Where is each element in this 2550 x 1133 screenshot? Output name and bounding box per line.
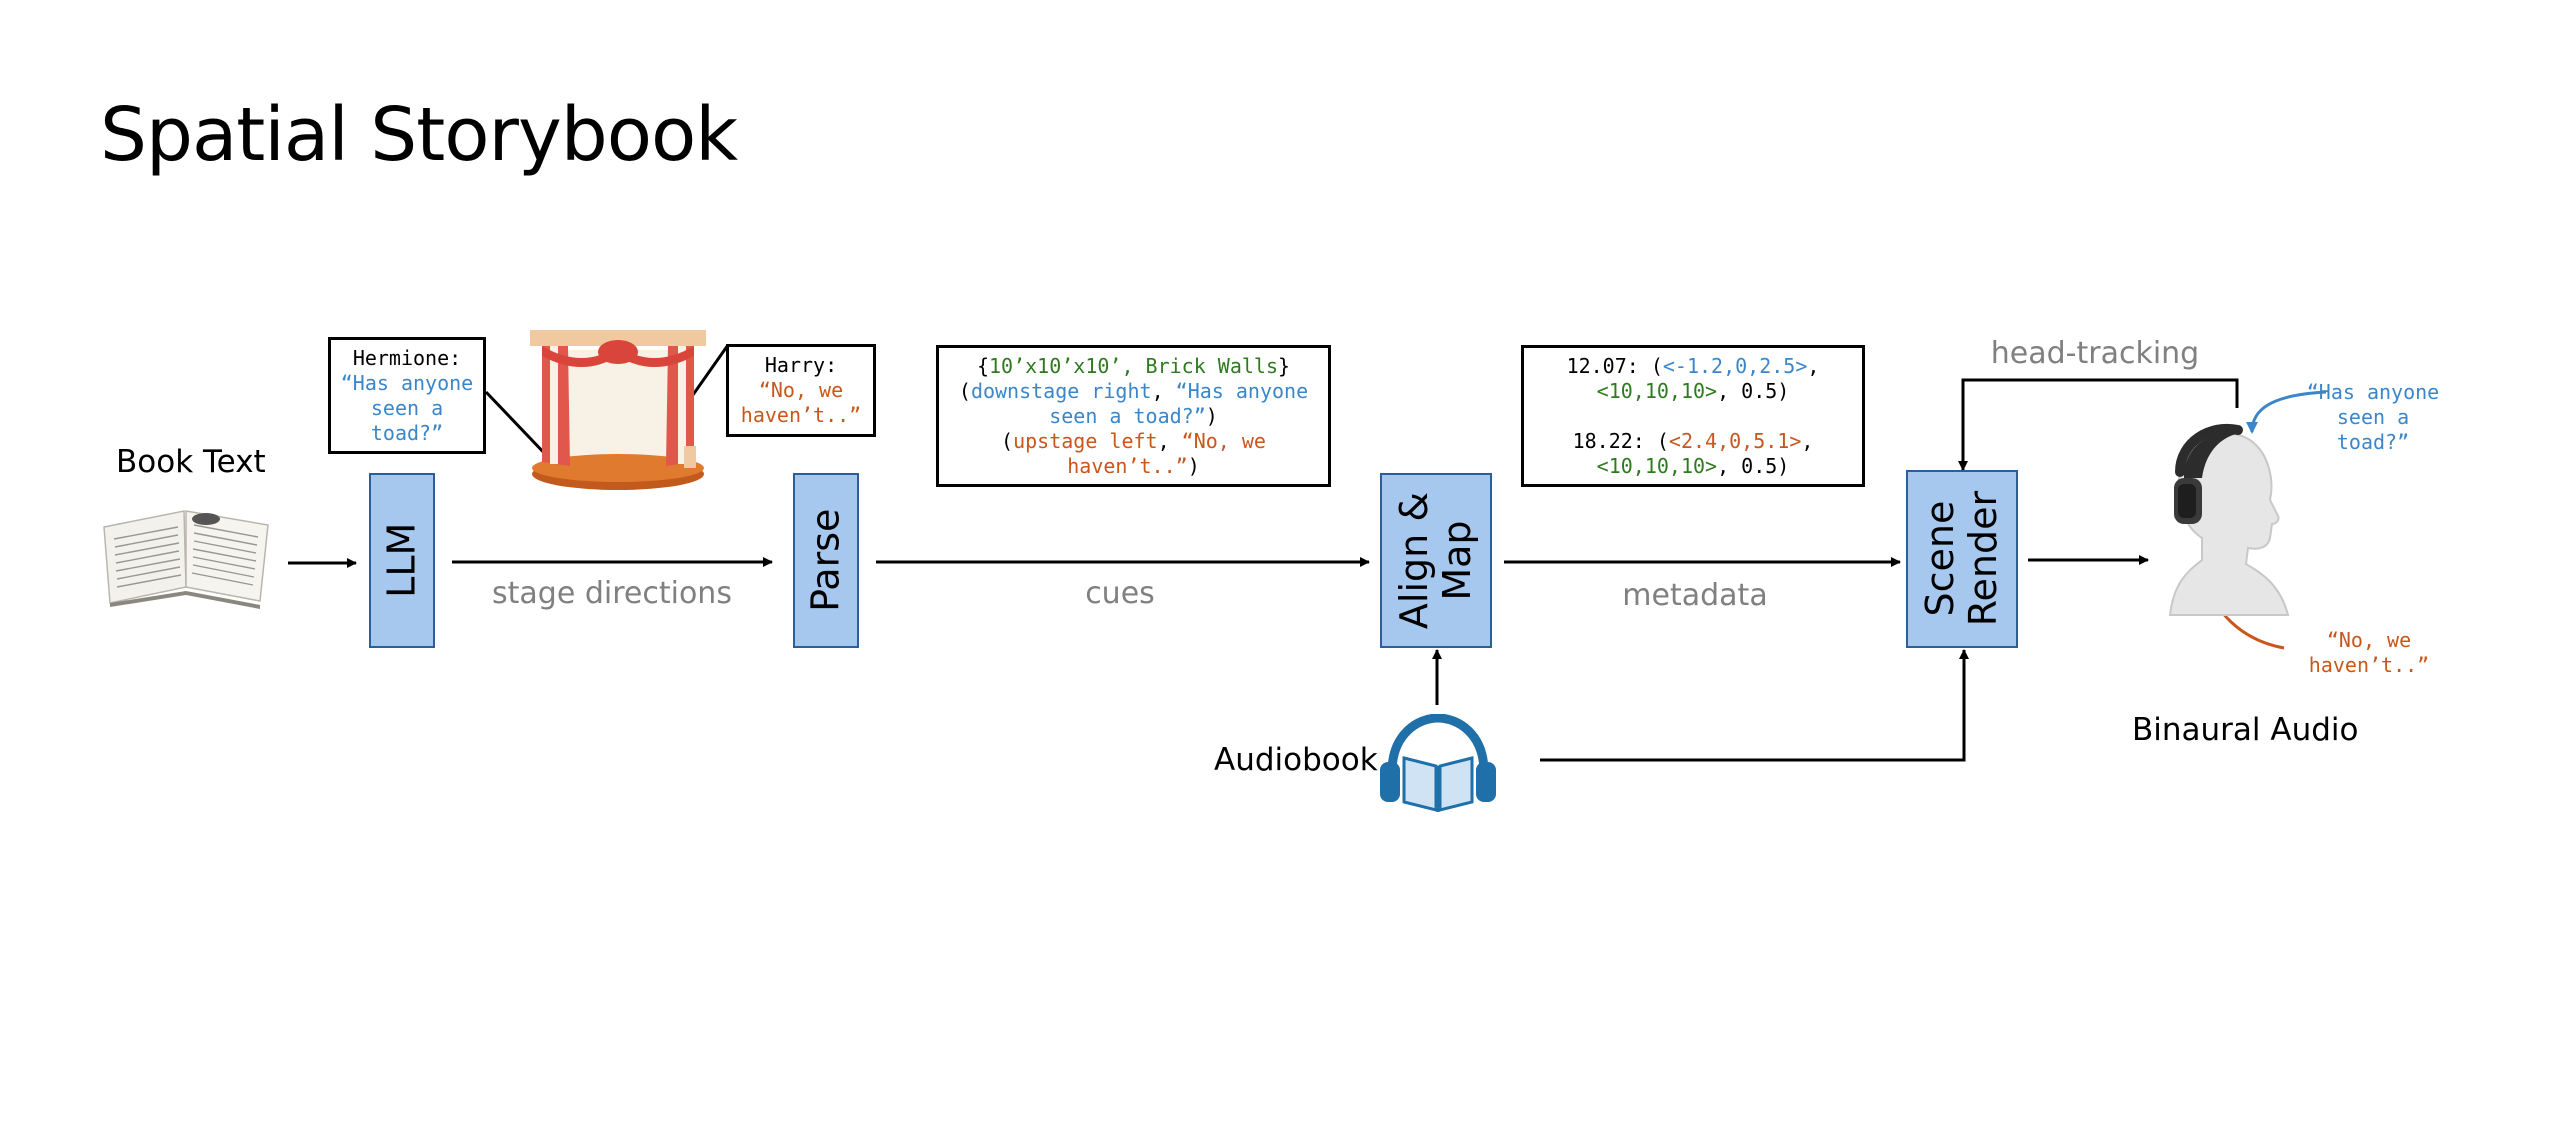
cues-label: cues bbox=[1085, 576, 1155, 611]
binaural-audio-label: Binaural Audio bbox=[2132, 712, 2359, 748]
harry-dialogue-box: Harry: “No, we haven’t..” bbox=[726, 344, 876, 437]
open-book-icon bbox=[103, 510, 269, 609]
align-map-label: Align & Map bbox=[1392, 491, 1479, 630]
llm-label: LLM bbox=[379, 522, 424, 599]
cues-line-hermione-cont: seen a toad?”) bbox=[1049, 403, 1218, 428]
page-title: Spatial Storybook bbox=[100, 92, 738, 178]
metadata-entry-1: 12.07: (<-1.2,0,2.5>, bbox=[1566, 353, 1820, 378]
align-map-block: Align & Map bbox=[1380, 473, 1492, 648]
blue-sound-arrow bbox=[2246, 390, 2327, 434]
arrow-head-tracking bbox=[1958, 378, 2239, 471]
listener-blue-quote: “Has anyone seen a toad?” bbox=[2306, 380, 2440, 454]
cues-line-harry: (upstage left, “No, we bbox=[1001, 428, 1266, 453]
harry-position: upstage left bbox=[1013, 428, 1158, 453]
head-tracking-label: head-tracking bbox=[1990, 336, 2200, 371]
cues-line-hermione: (downstage right, “Has anyone bbox=[958, 378, 1309, 403]
metadata-position-1: <-1.2,0,2.5> bbox=[1662, 353, 1808, 378]
stage-directions-label: stage directions bbox=[492, 576, 732, 611]
hermione-line-2: seen a bbox=[370, 395, 444, 420]
harry-speaker: Harry: bbox=[764, 353, 838, 377]
harry-line-1: “No, we bbox=[758, 378, 844, 402]
cues-box: {10’x10’x10’, Brick Walls} (downstage ri… bbox=[936, 345, 1331, 487]
book-text-label: Book Text bbox=[116, 444, 266, 480]
theater-stage-icon bbox=[530, 330, 706, 490]
metadata-spacer bbox=[1524, 404, 1862, 429]
audiobook-label: Audiobook bbox=[1214, 742, 1378, 778]
listener-head-icon bbox=[2168, 423, 2290, 616]
hermione-dialogue-box: Hermione: “Has anyone seen a toad?” bbox=[328, 337, 486, 454]
room-spec: 10’x10’x10’, Brick Walls bbox=[989, 353, 1278, 378]
cues-line-room: {10’x10’x10’, Brick Walls} bbox=[976, 353, 1291, 378]
metadata-entry-2-cont: <10,10,10>, 0.5) bbox=[1596, 453, 1790, 478]
arrow-audiobook-to-scene bbox=[1540, 649, 1969, 762]
metadata-position-2: <2.4,0,5.1> bbox=[1668, 428, 1802, 453]
metadata-box: 12.07: (<-1.2,0,2.5>, <10,10,10>, 0.5) 1… bbox=[1521, 345, 1865, 487]
scene-render-label: Scene Render bbox=[1918, 491, 2006, 627]
hermione-position: downstage right bbox=[970, 378, 1152, 403]
hermione-line-3: toad?” bbox=[370, 420, 444, 445]
hermione-line-1: “Has anyone bbox=[340, 370, 474, 395]
cues-line-harry-cont: haven’t..”) bbox=[1067, 453, 1200, 478]
listener-orange-quote: “No, we haven’t..” bbox=[2308, 628, 2430, 677]
metadata-label: metadata bbox=[1622, 578, 1768, 613]
metadata-entry-1-cont: <10,10,10>, 0.5) bbox=[1596, 378, 1790, 403]
scene-render-block: Scene Render bbox=[1906, 470, 2018, 648]
metadata-entry-2: 18.22: (<2.4,0,5.1>, bbox=[1572, 428, 1814, 453]
parse-label: Parse bbox=[803, 508, 848, 613]
audiobook-headphones-icon bbox=[1380, 714, 1496, 812]
llm-block: LLM bbox=[369, 473, 435, 648]
harry-line-2: haven’t..” bbox=[740, 403, 862, 427]
hermione-speaker: Hermione: bbox=[352, 345, 462, 370]
parse-block: Parse bbox=[793, 473, 859, 648]
